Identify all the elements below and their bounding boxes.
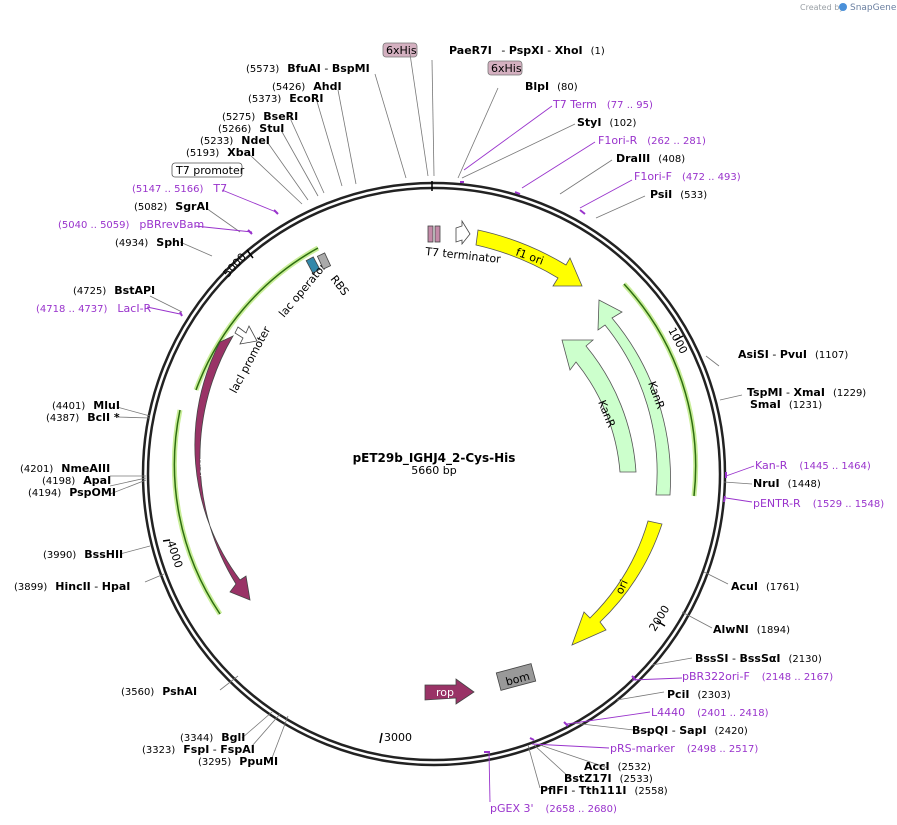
laci-promoter-feature	[234, 325, 258, 345]
primer-pbrrevbam: (5040 .. 5059)pBRrevBam	[58, 218, 204, 231]
site-pspomi: (4194)PspOMI	[28, 486, 116, 499]
laci-label: lacI	[197, 458, 211, 478]
site-psii: PsiI(533)	[650, 188, 707, 201]
rop-feature[interactable]	[424, 678, 475, 705]
site-bgli: (3344)BglI	[180, 731, 245, 744]
site-bsshii: (3990)BssHII	[43, 548, 123, 561]
plasmid-name: pET29b_IGHJ4_2-Cys-His	[353, 451, 516, 466]
primer-marks	[179, 181, 727, 753]
his-tag-label-2: 6xHis	[491, 62, 522, 75]
site-pshai: (3560)PshAI	[121, 685, 197, 698]
primer-leaders	[146, 105, 755, 803]
rbs-feature	[316, 252, 332, 270]
primer-t7term: T7 Term(77 .. 95)	[552, 98, 653, 111]
f1-ori-feature[interactable]	[475, 229, 583, 287]
ori-feature[interactable]	[571, 520, 663, 646]
site-hincii: (3899)HincII - HpaI	[14, 580, 130, 593]
lac-operator-feature	[305, 256, 321, 274]
site-bstz17i: BstZ17I(2533)	[564, 772, 653, 785]
ori-label: ori	[613, 578, 631, 596]
t7-promoter-label: T7 promoter	[175, 164, 245, 177]
tick-5000: 5000	[221, 251, 249, 281]
site-styi: StyI(102)	[577, 116, 636, 129]
site-acci: AccI(2532)	[584, 760, 651, 773]
site-nmeaiii: (4201)NmeAIII	[20, 462, 110, 475]
site-ndei: (5233)NdeI	[200, 134, 270, 147]
site-draiii: DraIII(408)	[616, 152, 685, 165]
rop-label: rop	[436, 686, 454, 699]
primer-f1orif: F1ori-F(472 .. 493)	[634, 170, 741, 183]
site-apai: (4198)ApaI	[42, 474, 111, 487]
leader-lines	[109, 53, 753, 789]
site-ecori: (5373)EcoRI	[248, 92, 323, 105]
orf-highlights	[171, 245, 699, 616]
site-pcii: PciI(2303)	[667, 688, 731, 701]
primer-t7: (5147 .. 5166)T7	[132, 182, 227, 195]
snapgene-logo-icon	[839, 3, 847, 11]
kanr-feature-inner[interactable]	[561, 339, 637, 473]
site-bspqi: BspQI - SapI(2420)	[632, 724, 748, 737]
site-smai: SmaI(1231)	[750, 398, 822, 411]
site-acui: AcuI(1761)	[731, 580, 799, 593]
primer-prsmarker: pRS-marker(2498 .. 2517)	[610, 742, 758, 755]
site-tspmi: TspMI - XmaI(1229)	[747, 386, 866, 399]
credit-brand: SnapGene	[850, 3, 897, 13]
bom-feature[interactable]	[495, 663, 537, 691]
credit-prefix: Created by	[800, 3, 844, 12]
f1-ori-label: f1 ori	[514, 246, 545, 268]
his-tag-feature-2	[434, 225, 441, 243]
site-asisi: AsiSI - PvuI(1107)	[738, 348, 848, 361]
site-xbai: (5193)XbaI	[186, 146, 255, 159]
site-alwni: AlwNI(1894)	[713, 623, 790, 636]
tick-marks	[162, 181, 684, 744]
site-pflfi: PflFI - Tth111I(2558)	[540, 784, 668, 797]
primer-pgex3: pGEX 3'(2658 .. 2680)	[490, 802, 617, 815]
site-sgrai: (5082)SgrAI	[134, 200, 209, 213]
site-fspi: (3323)FspI - FspAI	[142, 743, 255, 756]
site-bseri: (5275)BseRI	[222, 110, 298, 123]
kanr-feature-outer[interactable]	[597, 299, 671, 496]
site-bfuai: (5573)BfuAI - BspMI	[246, 62, 370, 75]
rbs-label: RBS	[328, 273, 352, 298]
his-tag-label-1: 6xHis	[386, 44, 417, 57]
site-bcli: (4387)BclI *	[46, 411, 120, 424]
laci-feature[interactable]	[194, 335, 251, 601]
tick-4000: 4000	[164, 539, 185, 570]
bom-label: bom	[504, 670, 531, 689]
primer-pbr322: pBR322ori-F(2148 .. 2167)	[682, 670, 833, 683]
site-stui: (5266)StuI	[218, 122, 284, 135]
site-ppumi: (3295)PpuMI	[198, 755, 278, 768]
site-ahdi: (5426)AhdI	[272, 80, 342, 93]
primer-pentrr: pENTR-R(1529 .. 1548)	[753, 497, 884, 510]
primer-lacir: (4718 .. 4737)LacI-R	[36, 302, 152, 315]
site-blpi: BlpI(80)	[525, 80, 578, 93]
site-sphi: (4934)SphI	[115, 236, 184, 249]
his-tag-feature-1	[427, 225, 434, 243]
his-tag-box-1	[382, 42, 418, 58]
primer-kanr: Kan-R(1445 .. 1464)	[755, 459, 871, 472]
site-bstapi: (4725)BstAPI	[73, 284, 155, 297]
his-tag-box-2	[487, 60, 523, 76]
primer-f1orir: F1ori-R(262 .. 281)	[598, 134, 706, 147]
t7-promoter-box	[171, 162, 243, 178]
tick-2000: 2000	[647, 603, 673, 634]
site-bsssi: BssSI - BssSαI(2130)	[695, 652, 822, 665]
t7-terminator-feature	[455, 219, 471, 246]
plasmid-length: 5660 bp	[411, 464, 456, 477]
site-paer7i: PaeR7I - PspXI - XhoI(1)	[449, 44, 605, 57]
primer-l4440: L4440(2401 .. 2418)	[651, 706, 769, 719]
site-mlui: (4401)MluI	[52, 399, 120, 412]
site-nrui: NruI(1448)	[753, 477, 821, 490]
tick-3000: 3000	[384, 731, 412, 744]
